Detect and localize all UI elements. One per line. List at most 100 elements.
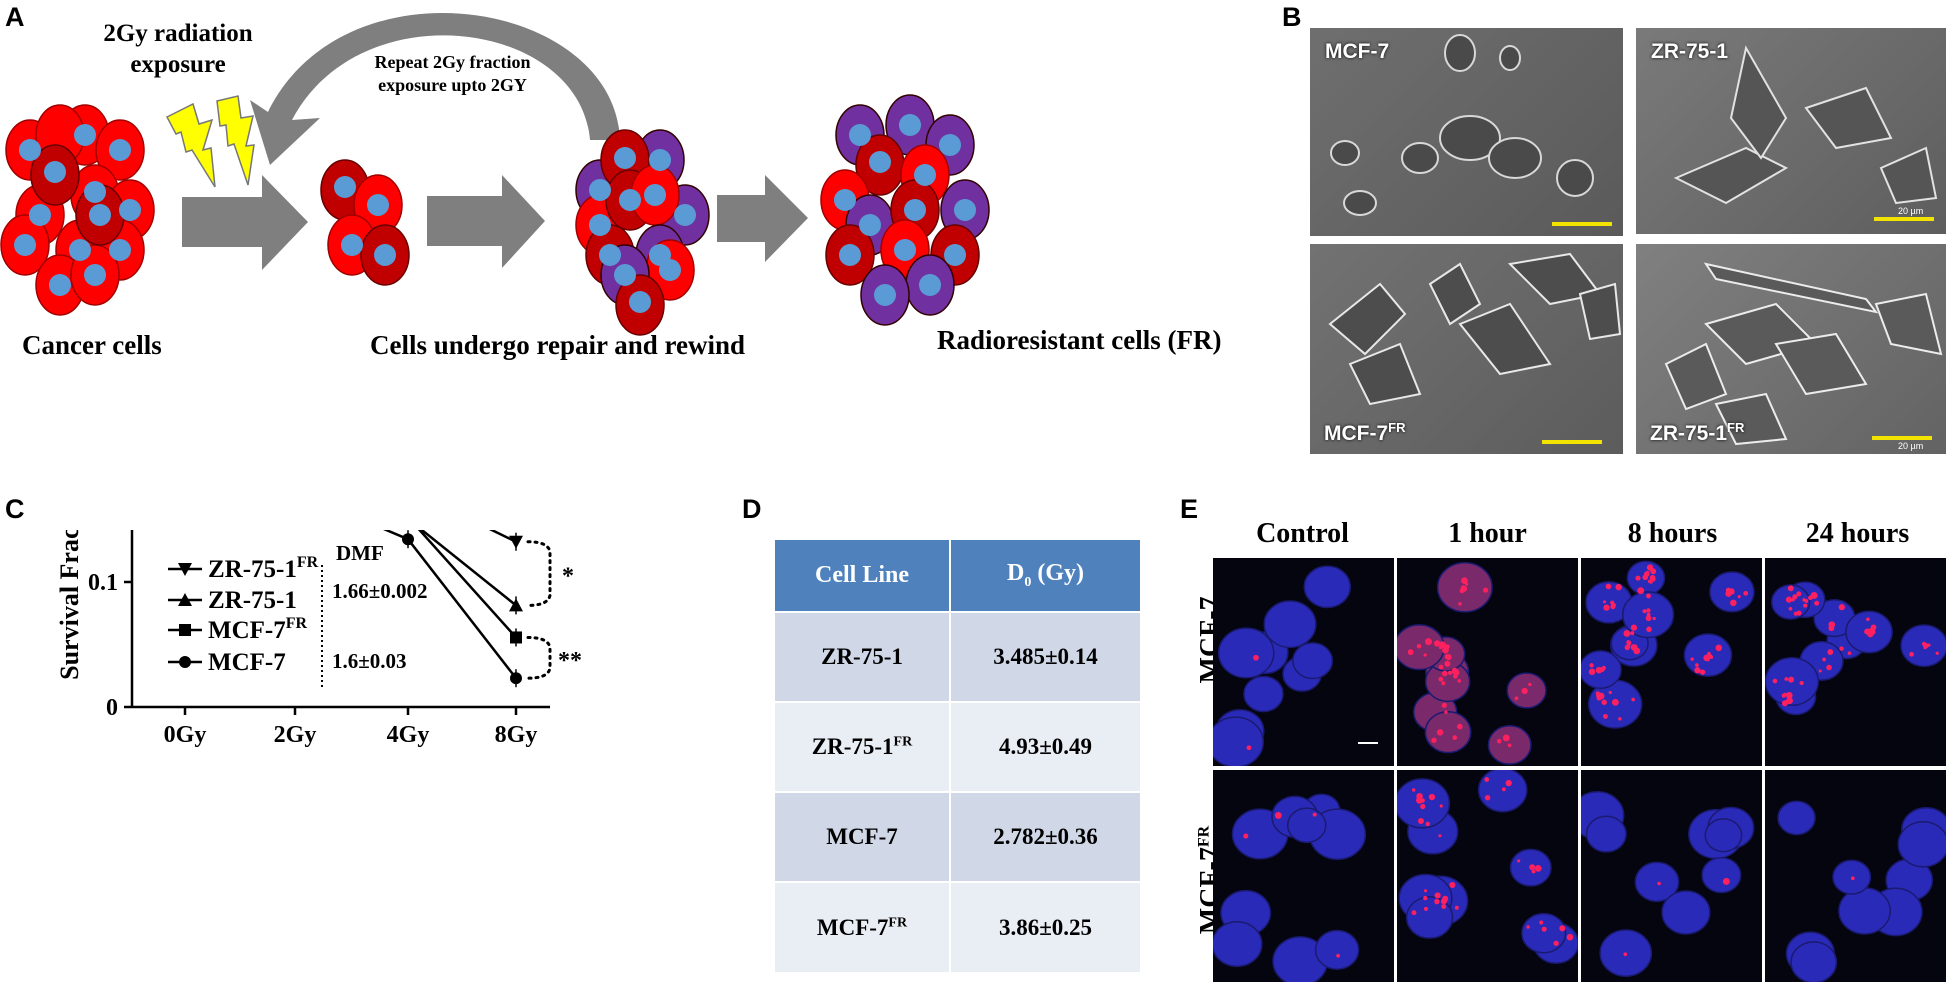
cell-line-cell: ZR-75-1FR [775,701,951,792]
column-header-8-hours: 8 hours [1627,518,1718,549]
x-tick-label: 0Gy [164,722,207,748]
nucleus [1790,941,1838,982]
foci-spot [1433,640,1441,647]
foci-spot [1637,587,1645,595]
foci-spot [1630,624,1638,631]
cell-morphology-image [1330,34,1594,216]
foci-spot [1608,690,1612,695]
foci-spot [1496,738,1502,744]
cell-line-cell: ZR-75-1 [775,611,951,702]
x-tick-label: 4Gy [387,722,430,748]
legend-marker [178,593,192,606]
foci-spot [1423,895,1428,901]
foci-image [1397,770,1578,982]
data-point [510,672,522,685]
micrograph-mcf7: MCF-7 [1310,28,1623,236]
radioresistant-label: Radioresistant cells (FR) [937,325,1222,355]
foci-spot [1827,649,1834,655]
foci-spot [1784,677,1789,681]
foci-spot [1505,779,1512,787]
foci-spot [1434,898,1440,905]
foci-image [1765,770,1946,982]
cell-line-name: ZR-75-1 [811,734,894,759]
significance-star: ** [558,648,582,674]
foci-spot [1501,787,1506,792]
foci-spot [1645,570,1650,576]
foci-spot [1484,777,1490,782]
data-point [510,631,522,644]
foci-spot [1725,590,1732,597]
radiation-exposure-label: 2Gy radiation exposure [88,18,268,80]
foci-spot [1452,735,1458,740]
right-arrow-icon [427,175,545,268]
foci-spot [1787,585,1794,592]
foci-spot [1715,644,1722,652]
foci-spot [1737,595,1741,599]
panel-c-letter: C [5,494,25,524]
right-arrow-icon [717,175,808,262]
foci-spot [1596,695,1602,701]
column-header-1-hour: 1 hour [1448,518,1527,549]
foci-spot [1707,651,1711,656]
foci-spot [1909,651,1914,657]
foci-spot [1615,583,1622,591]
right-arrow-icon [182,175,308,270]
foci-spot [1635,575,1641,581]
foci-spot [1440,898,1448,905]
nucleus [1314,929,1360,970]
nucleus [1217,627,1275,679]
nucleus [1405,896,1454,939]
nuclei-fluorescence [1765,581,1946,716]
foci-spot [1623,952,1628,957]
foci-spot [1610,604,1616,610]
nucleus [1263,600,1317,649]
cell-line-name: MCF-7 [816,914,889,940]
foci-spot [1799,680,1804,686]
foci-spot [1599,667,1605,672]
foci-spot [1796,591,1802,597]
foci-spot [1438,834,1442,838]
foci-spot [1818,669,1822,673]
foci-spot [1253,654,1259,661]
foci-spot [1484,794,1491,801]
scale-text: 20 µm [1898,441,1924,451]
nuclei-fluorescence [1397,770,1578,965]
y-axis-label: Survival Fraction [55,530,84,680]
foci-spot [1444,654,1450,660]
nucleus [1521,912,1567,954]
mcf7-fr-label: MCF-7FR [1324,420,1406,446]
foci-spot [1657,881,1661,886]
foci-spot [1695,663,1699,667]
nucleus [1213,921,1263,968]
foci-spot [1694,667,1701,674]
scale-bar [1874,217,1934,221]
foci-spot [1645,615,1652,622]
schematic-diagram [0,12,990,336]
foci-spot [1611,698,1619,706]
lightning-icon [216,95,255,186]
foci-image [1581,558,1762,766]
foci-spot [1601,699,1607,705]
foci-spot [1706,658,1710,662]
foci-spot [1781,693,1787,698]
foci-spot [1517,859,1521,863]
foci-spot [1416,643,1422,649]
foci-spot [1457,723,1463,730]
column-header-control: Control [1256,518,1349,549]
nucleus [1838,887,1891,935]
repeat-fraction-label: Repeat 2Gy fraction exposure upto 2GY [330,51,575,97]
legend-marker [179,656,191,668]
zr751-fr-label: ZR-75-1FR [1650,420,1744,446]
cell-line-name: MCF-7 [1324,422,1389,445]
foci-spot [1935,651,1939,655]
foci-spot [1423,653,1427,657]
micrograph-mcf7-fr: MCF-7FR [1310,244,1623,454]
cell-morphology-image [1328,252,1622,406]
d0-table: Cell Line D0 (Gy) ZR-75-1 3.485±0.14 ZR-… [775,540,1140,972]
repeat-label-line1: Repeat 2Gy fraction [374,52,531,72]
foci-spot [1420,803,1426,810]
x-tick-label: 8Gy [495,722,538,748]
foci-image [1213,558,1394,766]
foci-spot [1804,599,1809,603]
foci-spot [1839,646,1844,651]
